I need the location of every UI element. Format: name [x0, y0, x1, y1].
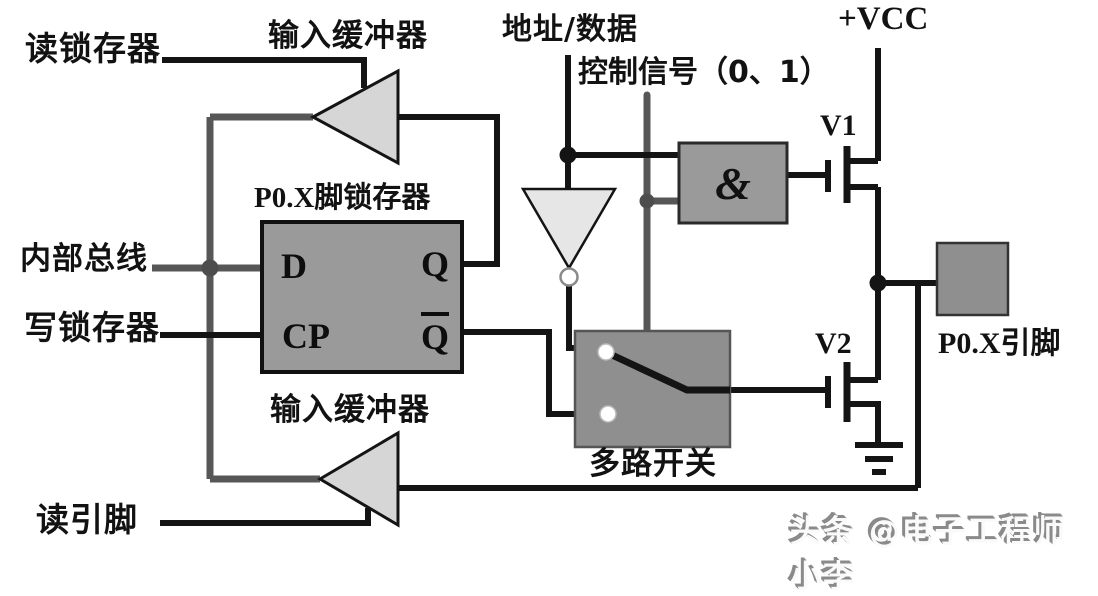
and-gate-symbol: &: [715, 157, 751, 209]
input-buffer-top-triangle: [309, 68, 400, 166]
label-mux: 多路开关: [589, 446, 717, 482]
label-vcc: +VCC: [838, 1, 929, 37]
bus-junction-dot: [201, 259, 219, 277]
mux-lever: [610, 351, 730, 394]
label-internal-bus: 内部总线: [20, 241, 148, 277]
transistor-v2: [825, 362, 851, 422]
v2-source-wire: [847, 401, 881, 443]
q-to-top-buffer-wire: [398, 114, 500, 267]
label-v2: V2: [815, 327, 852, 360]
label-latch-title: P0.X脚锁存器: [254, 182, 431, 214]
label-v1: V1: [820, 109, 857, 142]
inverter-triangle: [520, 187, 618, 271]
input-buffer-bottom-triangle: [317, 430, 400, 528]
latch-pin-d: D: [281, 246, 307, 286]
ground-symbol: [855, 442, 903, 475]
label-input-buffer-top: 输入缓冲器: [268, 18, 428, 54]
label-pin: P0.X引脚: [938, 327, 1061, 360]
inverter-bubble: [559, 267, 579, 287]
transistor-v1: [825, 146, 851, 203]
read-pin-enable-wire: [160, 508, 371, 526]
read-latch-enable-wire: [162, 57, 367, 88]
mux-contact-bottom: [599, 405, 617, 423]
latch-pin-qbar: Q: [421, 312, 450, 355]
label-input-buffer-bottom: 输入缓冲器: [270, 392, 430, 428]
circuit-wiring-layer: [152, 48, 1010, 528]
control-junction-dot: [639, 193, 655, 209]
label-read-pin: 读引脚: [36, 500, 138, 539]
latch-pin-cp: CP: [282, 316, 330, 356]
port-pin-circuit-diagram: 读锁存器 输入缓冲器 地址/数据 控制信号（0、1） +VCC V1 P0.X脚…: [20, 1, 1065, 595]
latch-box: [260, 220, 464, 374]
label-control-signal: 控制信号（0、1）: [578, 55, 830, 90]
watermark-text: 头条 @电子工程师小李: [790, 514, 1067, 595]
label-address-data: 地址/数据: [502, 12, 638, 47]
pin-junction-dot: [869, 274, 887, 292]
latch-pin-q: Q: [421, 244, 450, 284]
label-read-latch: 读锁存器: [25, 29, 161, 68]
latch-pin-qbar-text: Q: [421, 312, 450, 355]
pin-pad-box: [935, 241, 1010, 317]
mux-contact-top: [597, 343, 615, 361]
label-write-latch: 写锁存器: [24, 308, 160, 347]
and-gate-box: [677, 141, 789, 225]
address-junction-dot: [559, 146, 577, 164]
